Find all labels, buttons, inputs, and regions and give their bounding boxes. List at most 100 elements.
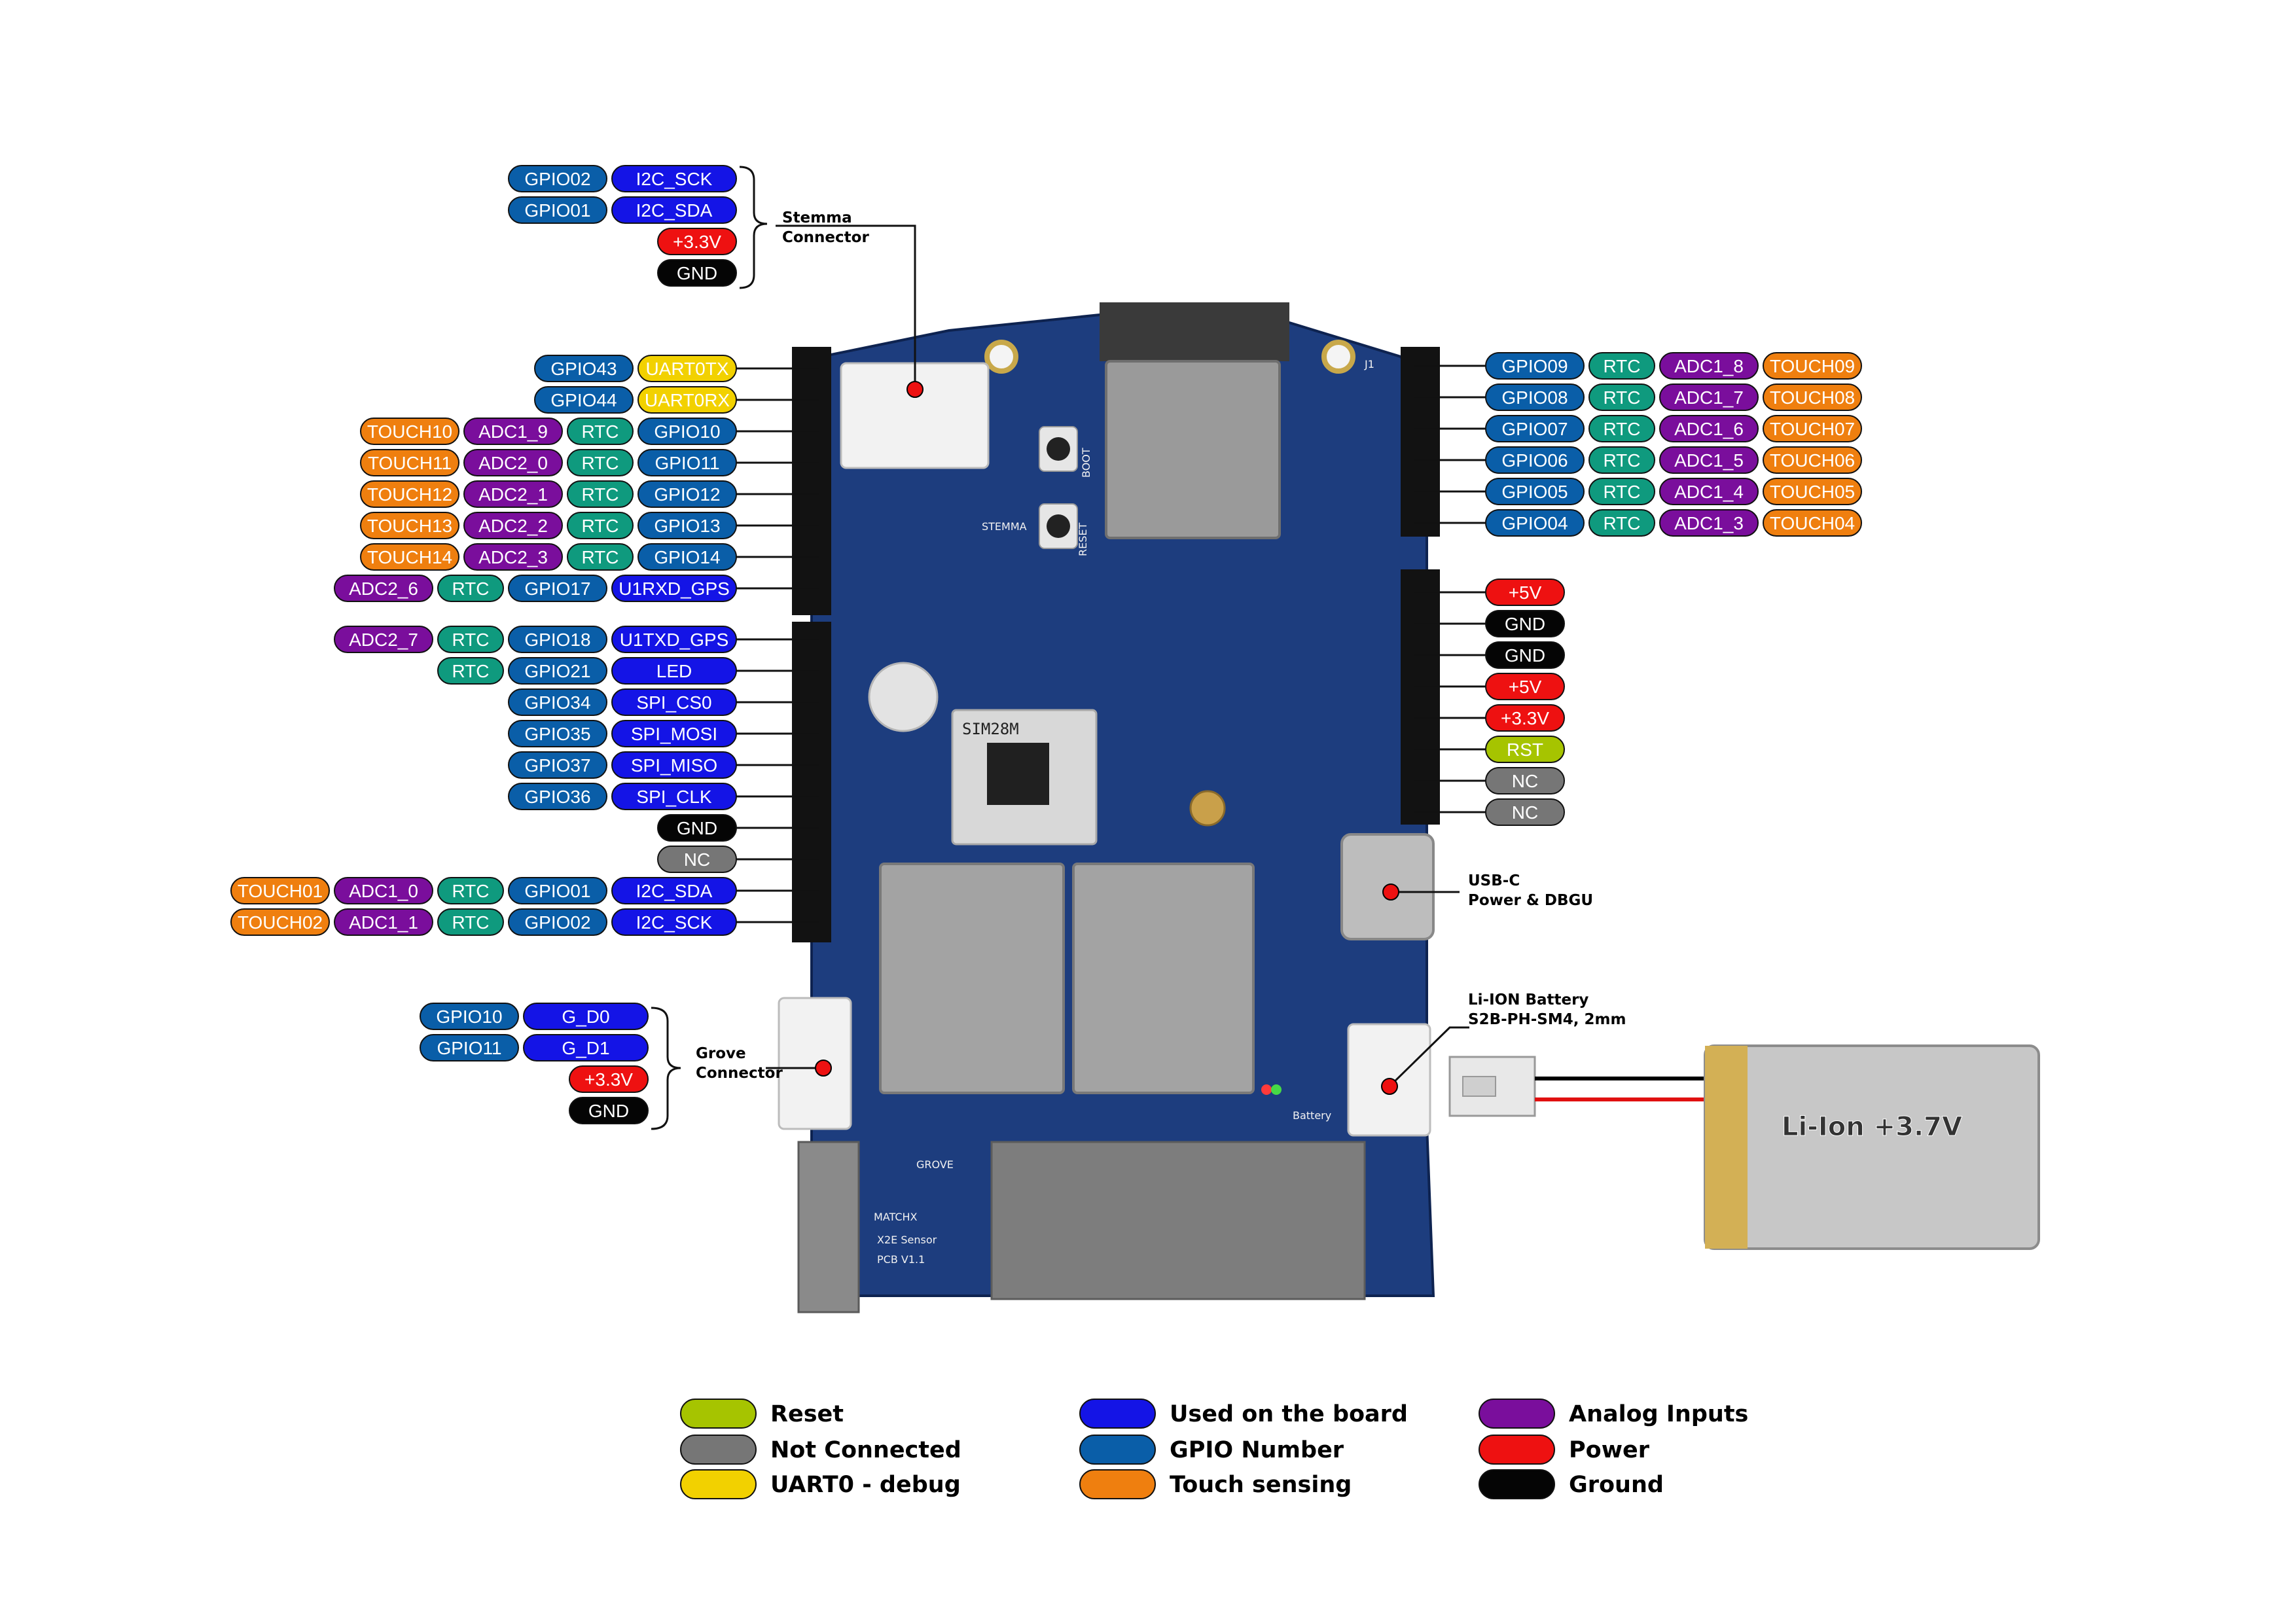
pin-pill-label: ADC2_3 [478,547,548,567]
pin-pill-gpio: GPIO13 [637,512,737,539]
led-green [1271,1084,1282,1095]
grove-silk: GROVE [916,1158,954,1171]
pin-pill-uart: UART0RX [637,386,737,414]
pin-pill-gpio: GPIO11 [420,1034,519,1061]
pin-pill-bg [567,543,634,571]
pin-pill-bg [1485,446,1585,474]
pin-pill-label: GPIO43 [550,359,617,379]
board-name-silk: X2E Sensor [877,1234,937,1246]
pin-pill-label: GPIO04 [1501,513,1568,533]
connection-dots [815,381,1399,1095]
gps-qr [987,743,1049,805]
pin-pill-gpio: GPIO36 [508,783,607,810]
pin-pill-label: TOUCH13 [367,516,452,536]
pin-pill-bg [360,512,459,539]
pin-pill-rtc: RTC [1588,415,1655,442]
pin-pill-bg [334,877,433,904]
led-red [1261,1084,1272,1095]
callout-labels: Stemma Connector Grove Connector USB-C P… [696,209,1626,1082]
pin-pill-label: GND [588,1101,629,1121]
pin-pill-rtc: RTC [437,575,504,602]
pin-pill-bg [508,196,607,224]
pin-pill-analog: ADC1_6 [1659,415,1759,442]
legend-item-ground: Ground [1479,1469,1664,1499]
pin-pill-label: ADC1_9 [478,421,548,442]
pin-pill-label: ADC1_7 [1674,387,1744,408]
pin-pill-bg [637,480,737,508]
pin-pill-bg [334,908,433,936]
pin-pill-bg [508,575,607,602]
pin-pill-label: TOUCH12 [367,484,452,505]
pin-pill-label: ADC1_4 [1674,482,1744,502]
pin-pill-label: ADC1_6 [1674,419,1744,439]
pin-pill-touch: TOUCH13 [360,512,459,539]
pin-pill-label: I2C_SCK [636,912,713,933]
pin-pill-label: TOUCH14 [367,547,452,567]
pin-pill-used: G_D0 [523,1003,649,1030]
pin-pill-label: ADC2_6 [349,579,418,599]
pin-pill-nc: NC [1485,798,1565,826]
pin-pill-rtc: RTC [1588,383,1655,411]
pin-pill-gpio: GPIO04 [1485,509,1585,537]
pin-pill-bg [1485,736,1565,763]
legend-label: Used on the board [1170,1401,1408,1427]
supercapacitor [868,662,939,732]
pin-pill-label: GPIO17 [524,579,590,599]
pin-pill-bg [637,355,737,382]
pin-pill-bg [463,480,563,508]
lora-shield-right [1072,863,1255,1094]
pin-pill-bg [1588,352,1655,380]
pin-pill-bg [508,720,607,747]
pin-pill-bg [437,626,504,653]
pin-pill-touch: TOUCH08 [1763,383,1862,411]
pin-pill-bg [420,1034,519,1061]
legend-label: Ground [1569,1472,1664,1498]
right-header-lower [1401,569,1440,825]
pin-pill-analog: ADC1_4 [1659,478,1759,505]
pin-pill-rtc: RTC [437,626,504,653]
usb-label-line1: USB-C [1468,872,1520,889]
pin-pill-bg [508,751,607,779]
pin-pill-label: RTC [1603,513,1640,533]
legend-swatch [680,1399,757,1429]
pin-pill-rtc: RTC [1588,446,1655,474]
pin-pill-used: G_D1 [523,1034,649,1061]
pin-pill-label: TOUCH09 [1770,356,1855,376]
pin-pill-used: I2C_SCK [611,908,737,936]
pin-pill-label: GPIO36 [524,787,590,807]
pin-pill-bg [334,575,433,602]
pin-pill-label: +3.3V [1501,708,1549,728]
pcb-version-silk: PCB V1.1 [877,1253,925,1266]
pin-pill-bg [1485,704,1565,732]
pin-pill-used: SPI_MOSI [611,720,737,747]
pin-pill-used: I2C_SCK [611,165,737,192]
pin-pill-label: UART0RX [645,390,730,410]
pin-pill-label: GPIO01 [524,200,590,221]
pin-pill-touch: TOUCH11 [360,449,459,476]
pin-pill-gpio: GPIO18 [508,626,607,653]
pin-pill-bg [437,657,504,685]
pin-pill-analog: ADC2_7 [334,626,433,653]
pin-pill-label: I2C_SCK [636,169,713,189]
pin-pill-label: GPIO11 [655,453,719,473]
pin-pill-gpio: GPIO02 [508,908,607,936]
grove-dot [815,1060,832,1077]
battery-assembly: Li-Ion +3.7V [1448,1044,2040,1250]
pin-pill-label: UART0TX [645,359,728,379]
pin-pill-used: SPI_MISO [611,751,737,779]
pin-pill-label: RTC [452,912,489,933]
pin-pill-label: TOUCH02 [238,912,323,933]
board: SIM28M MATCHX X2E Sensor PCB V1.1 STEMMA… [778,302,1440,1313]
pin-pill-label: NC [1512,802,1538,823]
stemma-label-line1: Stemma [782,209,852,226]
pin-pill-label: RST [1507,740,1543,760]
pin-pill-label: NC [684,849,710,870]
pin-pill-label: TOUCH05 [1770,482,1855,502]
pin-pill-ground: GND [657,259,737,287]
pin-pill-bg [1485,352,1585,380]
pin-pill-bg [1485,610,1565,637]
pin-pill-label: TOUCH11 [368,453,452,473]
pin-pill-label: GND [677,263,717,283]
pin-pill-label: U1TXD_GPS [620,630,729,650]
